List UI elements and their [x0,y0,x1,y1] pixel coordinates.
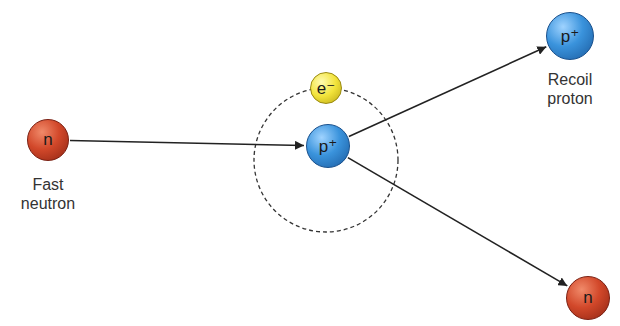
trajectory-arrow [70,141,304,146]
particle-label: Recoil proton [534,70,606,108]
electron-orbit [254,88,398,232]
particle-ball: n [566,276,610,320]
particle-ball: p⁺ [306,124,350,168]
particle-node: p⁺ [306,124,350,168]
particle-node: nFast neutron [12,119,84,213]
particle-ball: p⁺ [546,12,594,60]
particle-symbol: e⁻ [317,78,335,99]
particle-symbol: n [43,130,52,150]
particle-symbol: n [583,288,592,308]
particle-label: Fast neutron [12,175,84,213]
particle-ball: n [27,119,69,161]
particle-node: e⁻ [310,72,342,104]
trajectory-arrow [349,47,546,137]
particle-ball: e⁻ [310,72,342,104]
trajectory-arrow [348,158,567,286]
particle-node: p⁺ Recoil proton [534,12,606,108]
particle-node: n [566,276,610,320]
particle-symbol: p⁺ [319,136,337,157]
particle-symbol: p⁺ [561,26,579,47]
